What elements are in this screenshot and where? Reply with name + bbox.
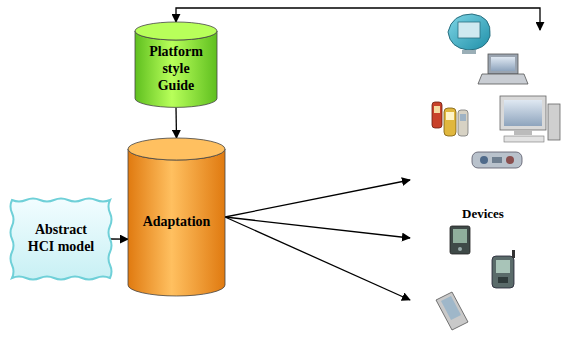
cylinder-body: [135, 31, 217, 107]
node-label: Abstract HCI model: [20, 222, 102, 256]
text-holder: Platform style Guide: [143, 44, 209, 94]
devices-group: Devices: [410, 30, 575, 340]
connector-arrow: [175, 107, 177, 138]
text-holder: Devices: [462, 206, 504, 222]
text-holder: Abstract HCI model: [20, 222, 102, 256]
imac-icon: [448, 14, 490, 54]
pda-icon: [450, 226, 470, 254]
node-label: Devices: [462, 206, 504, 222]
wavy-box-outline: [11, 199, 112, 280]
connector-arrow: [225, 217, 410, 238]
connector-arrow: [225, 180, 410, 217]
laptop-icon: [478, 54, 528, 84]
model-box: Abstract HCI model: [12, 200, 110, 278]
style-guide-cylinder: Platform style Guide: [135, 22, 217, 107]
connector-arrow: [225, 217, 410, 300]
console-device-icon: [472, 152, 522, 168]
cylinder-body: [128, 149, 225, 296]
text-holder: Adaptation: [136, 214, 217, 231]
node-label: Platform style Guide: [143, 44, 209, 94]
cylinder-top: [128, 138, 225, 160]
desktop-pc-icon: [500, 96, 560, 142]
connector-arrow: [110, 238, 128, 239]
node-label: Adaptation: [136, 214, 217, 231]
adaptation-cylinder: Adaptation: [128, 138, 225, 296]
connector-arrow: [176, 8, 540, 30]
handheld-icon: [492, 250, 515, 288]
mobile-phones-icon: [432, 102, 468, 136]
cylinder-top: [135, 22, 217, 40]
pocket-pc-icon: [436, 292, 468, 330]
